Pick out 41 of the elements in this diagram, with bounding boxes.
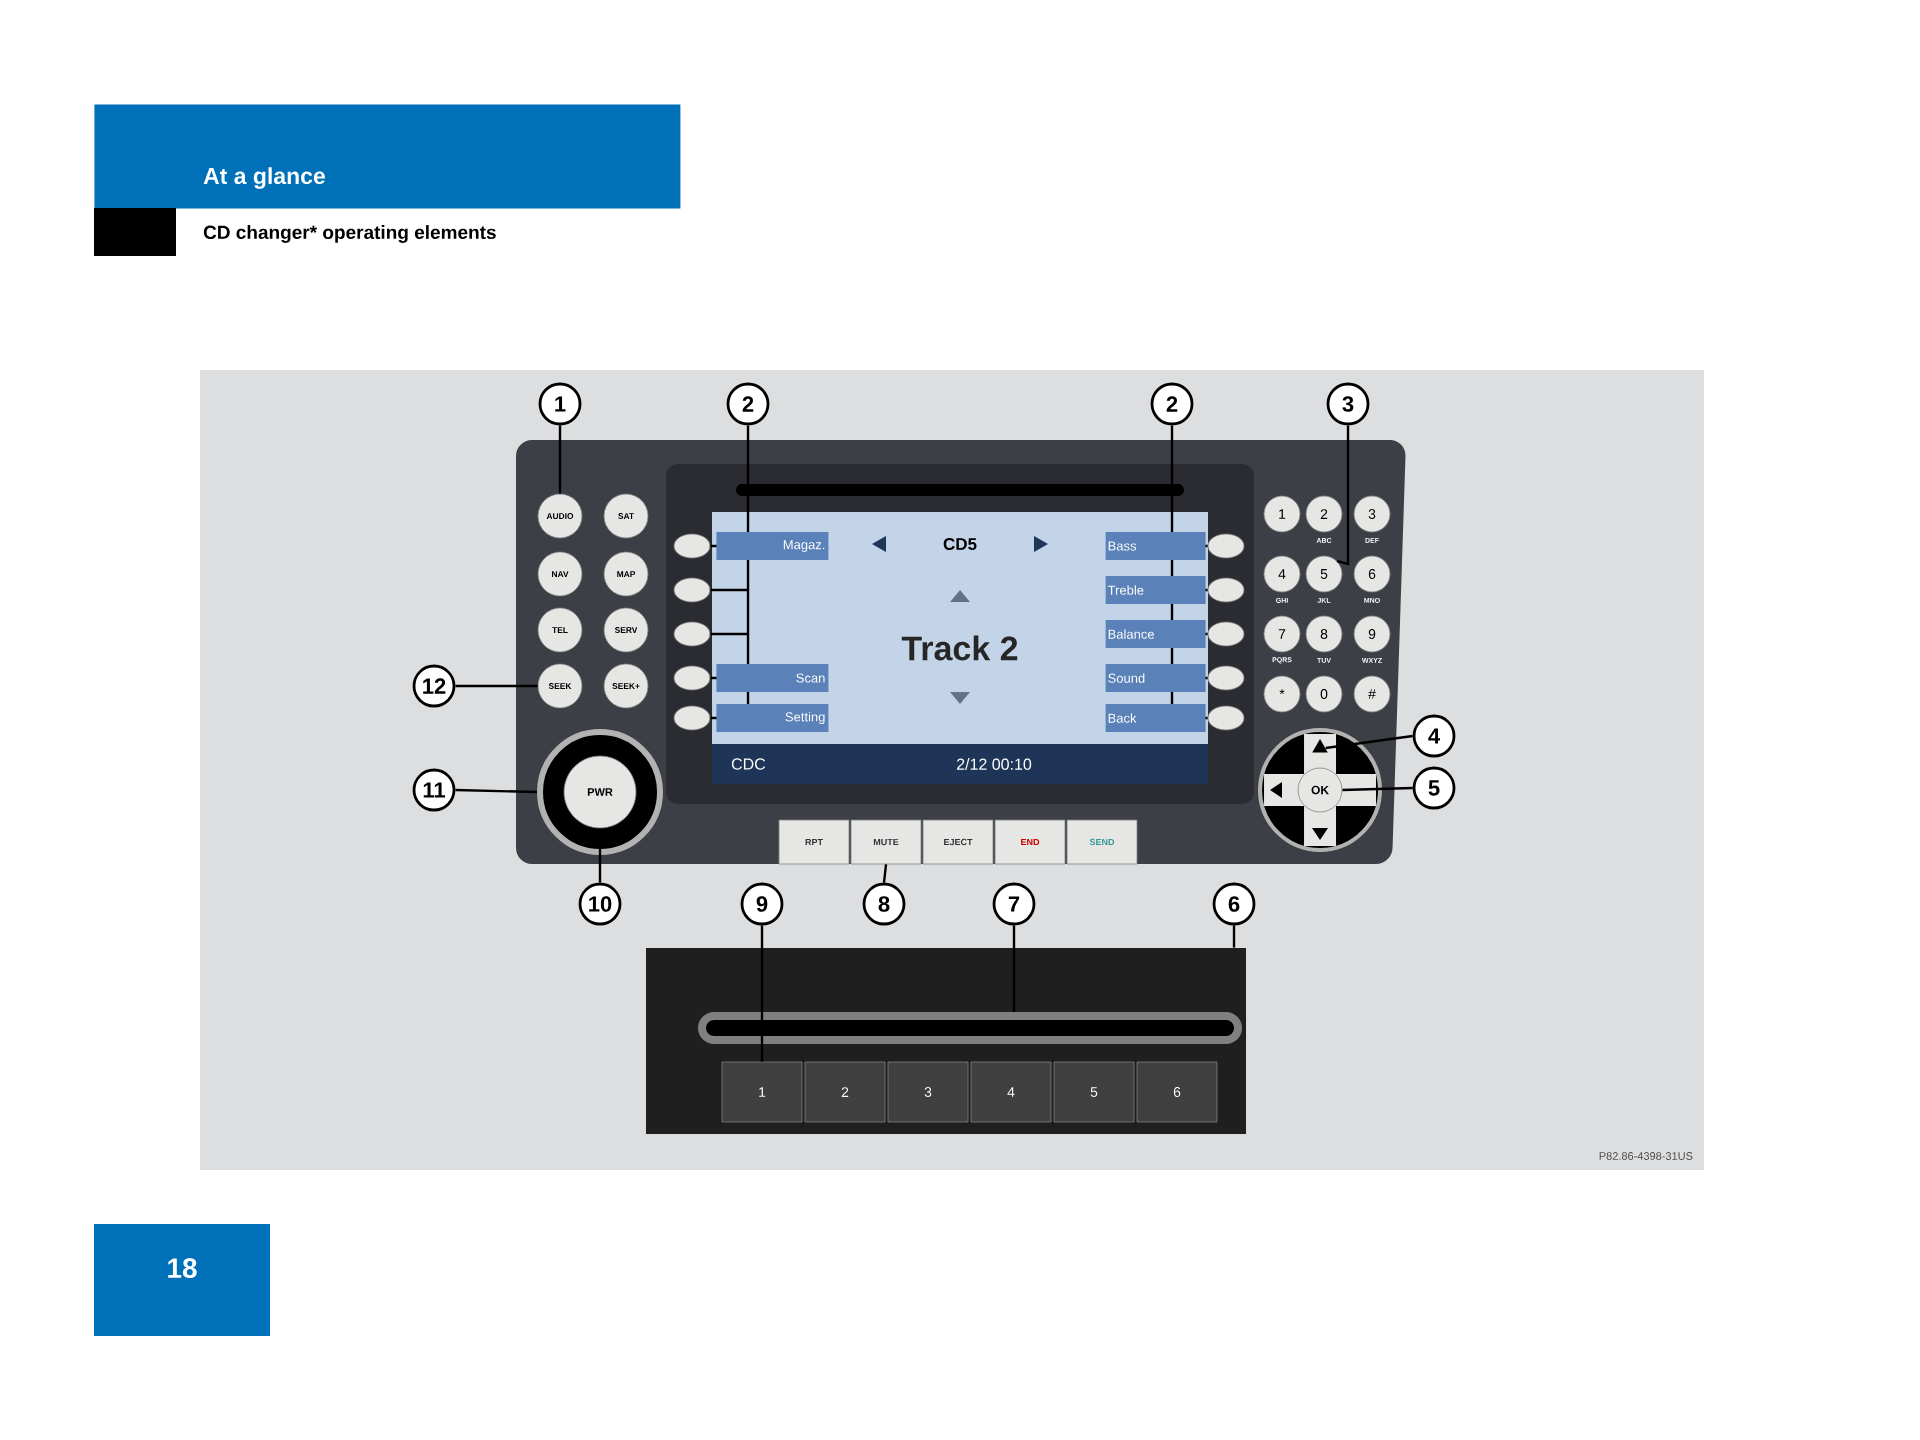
leader-line	[1342, 786, 1413, 792]
callout-number: 5	[1412, 766, 1456, 810]
soft-key	[673, 533, 711, 559]
leader-line	[882, 864, 888, 883]
header-bar: At a glance	[94, 104, 681, 209]
soft-key	[1207, 577, 1245, 603]
soft-key	[1207, 621, 1245, 647]
callout-number: 1	[538, 382, 582, 426]
callout-number: 3	[1326, 382, 1370, 426]
subtitle: CD changer* operating elements	[203, 225, 496, 243]
soft-key	[1207, 705, 1245, 731]
callout-number: 2	[726, 382, 770, 426]
soft-key	[1207, 533, 1245, 559]
leader-line	[558, 425, 562, 494]
leader-line	[1232, 925, 1236, 948]
leader-line	[455, 684, 538, 688]
callout-number: 12	[412, 664, 456, 708]
callout-number: 9	[740, 882, 784, 926]
callout-number: 4	[1412, 714, 1456, 758]
screen-text: CD5	[943, 538, 977, 550]
soft-key	[1207, 665, 1245, 691]
status-text: CDC	[731, 758, 766, 770]
page-number: 18	[94, 1224, 270, 1336]
callout-number: 2	[1150, 382, 1194, 426]
cd-slot	[698, 1012, 1242, 1044]
screen-text: Track 2	[901, 635, 1018, 661]
leader-line	[455, 788, 538, 794]
callout-number: 7	[992, 882, 1036, 926]
soft-key	[673, 577, 711, 603]
callout-number: 10	[578, 882, 622, 926]
leader-line	[1336, 425, 1350, 566]
callout-number: 6	[1212, 882, 1256, 926]
soft-key	[673, 705, 711, 731]
up-arrow-icon	[1312, 739, 1328, 753]
soft-key	[673, 665, 711, 691]
leader-line	[1012, 925, 1016, 1012]
callout-number: 11	[412, 768, 456, 812]
leader-line	[760, 925, 764, 1062]
status-text: 2/12 00:10	[957, 758, 1032, 770]
callout-number: 8	[862, 882, 906, 926]
soft-key	[673, 621, 711, 647]
